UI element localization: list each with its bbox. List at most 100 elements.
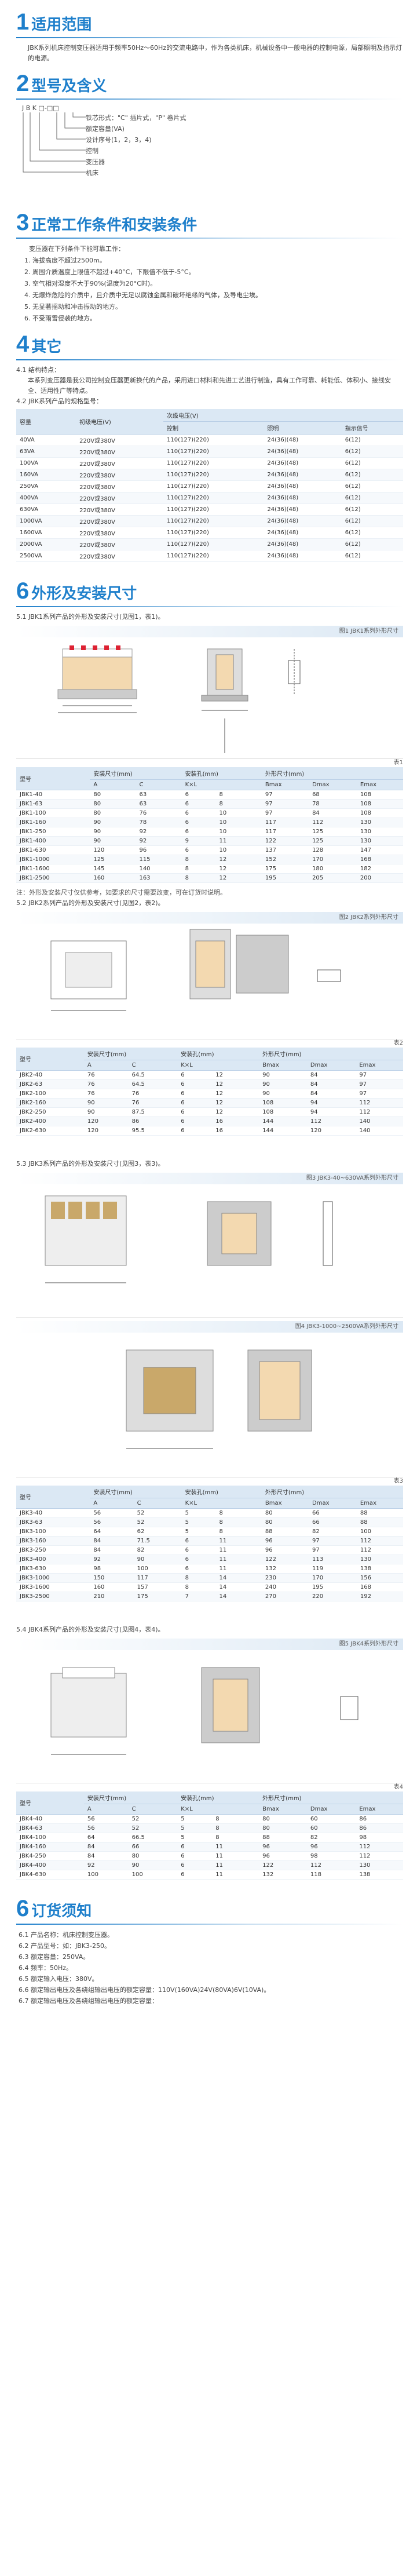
figure-1-caption: 图1 JBK1系列外形尺寸 — [16, 626, 403, 637]
table-cell: 80 — [128, 1851, 178, 1861]
col-header: Bmax — [261, 779, 309, 790]
divider — [16, 606, 403, 607]
figure-2 — [16, 924, 403, 1039]
table-cell: 24(36)(48) — [264, 434, 342, 446]
table-cell: JBK1-63 — [16, 799, 90, 809]
table-cell: 220V或380V — [76, 434, 164, 446]
table-cell: 6 — [177, 1098, 213, 1108]
table-cell: 130 — [356, 836, 403, 846]
table-cell: 400VA — [16, 492, 76, 504]
table-cell: 97 — [356, 1070, 403, 1080]
section-number: 1 — [16, 9, 30, 35]
col-header: A — [90, 1498, 134, 1509]
table-cell: 132 — [261, 1564, 309, 1574]
table-cell: 6 — [177, 1851, 213, 1861]
order-item: 6.2 产品型号：如：JBK3-250。 — [19, 1942, 111, 1950]
table-cell: 110(127)(220) — [163, 550, 264, 562]
table-cell: 195 — [261, 873, 309, 883]
table-cell: 630VA — [16, 503, 76, 516]
section-number: 6 — [16, 578, 30, 604]
table-cell: 110(127)(220) — [163, 527, 264, 539]
col-header: 安装孔(mm) — [177, 1791, 259, 1804]
table-cell: 110(127)(220) — [163, 434, 264, 446]
table-cell: JBK4-63 — [16, 1823, 84, 1833]
table-cell: 12 — [215, 855, 262, 864]
col-header: 外形尺寸(mm) — [261, 767, 403, 780]
model-code-legend: 铁芯形式："C" 插片式，"P" 卷片式 额定容量(VA) 设计序号(1，2，3… — [86, 104, 403, 203]
table-cell: 60 — [306, 1823, 356, 1833]
table-cell: 96 — [261, 1536, 309, 1546]
table-cell: 98 — [356, 1833, 403, 1842]
table-cell: 24(36)(48) — [264, 480, 342, 492]
table-cell: 140 — [136, 864, 182, 874]
dimension-note: 注：外形及安装尺寸仅供参考，如要求的尺寸需要改变，可在订货时说明。 — [16, 889, 226, 896]
col-header: K×L — [177, 1804, 259, 1815]
section-3-title: 3 正常工作条件和安装条件 — [16, 211, 403, 234]
col-header: C — [128, 1060, 178, 1071]
table-cell: 270 — [261, 1592, 309, 1601]
table-cell: 5 — [177, 1833, 213, 1842]
table-cell: 5 — [177, 1814, 213, 1824]
table-cell: 6 — [181, 1555, 216, 1564]
table-cell: 140 — [356, 1126, 403, 1136]
col-header: 型号 — [16, 1791, 84, 1815]
col-header: Dmax — [306, 1804, 356, 1815]
table-3-caption: 表3 — [393, 1478, 403, 1484]
table-cell: 115 — [136, 855, 182, 864]
section-number: 4 — [16, 331, 30, 357]
col-header: C — [136, 779, 182, 790]
condition-item: 3. 空气相对湿度不大于90%(温度为20°C时)。 — [24, 280, 157, 287]
table-cell: 6 — [177, 1089, 213, 1099]
conditions-list: 变压器在下列条件下能可靠工作： 1. 海拔高度不超过2500m。 2. 周围介质… — [16, 243, 403, 324]
col-header: A — [83, 1804, 129, 1815]
table-cell: 138 — [356, 1870, 403, 1880]
table-cell: 97 — [356, 1079, 403, 1089]
table-cell: 80 — [90, 790, 136, 800]
table-cell: 108 — [356, 790, 403, 800]
table-cell: 6(12) — [341, 469, 403, 481]
table-cell: 130 — [356, 827, 403, 837]
table-cell: 96 — [259, 1851, 307, 1861]
table-cell: 192 — [356, 1592, 403, 1601]
table-cell: 24(36)(48) — [264, 457, 342, 469]
table-cell: 97 — [261, 808, 309, 818]
table-cell: JBK2-400 — [16, 1116, 84, 1126]
table-cell: JBK4-400 — [16, 1860, 84, 1870]
jbk1-intro: 5.1 JBK1系列产品的外形及安装尺寸(见图1，表1)。 — [16, 613, 164, 621]
legend-item: 机床 — [86, 169, 98, 177]
figure-5-caption: 图5 JBK4系列外形尺寸 — [16, 1639, 403, 1650]
table-cell: 9 — [181, 836, 216, 846]
table-cell: 76 — [83, 1079, 129, 1089]
table-cell: 10 — [215, 827, 262, 837]
table-cell: 98 — [90, 1564, 134, 1574]
table-cell: 76 — [83, 1070, 129, 1080]
table-cell: JBK4-630 — [16, 1870, 84, 1880]
table-cell: JBK4-250 — [16, 1851, 84, 1861]
table-cell: 12 — [212, 1098, 259, 1108]
table-cell: 60 — [306, 1814, 356, 1824]
table-cell: 8 — [181, 1573, 216, 1583]
section-number: 3 — [16, 210, 30, 235]
model-code: J B K □-□□ — [22, 104, 59, 112]
table-cell: 112 — [356, 1842, 403, 1852]
table-cell: 163 — [136, 873, 182, 883]
table-cell: 160 — [90, 1582, 134, 1592]
table-cell: 24(36)(48) — [264, 515, 342, 527]
table-cell: 108 — [259, 1098, 307, 1108]
table-cell: 110(127)(220) — [163, 492, 264, 504]
table-cell: 6 — [181, 1536, 216, 1546]
table-cell: JBK3-40 — [16, 1508, 90, 1518]
col-header: 安装尺寸(mm) — [83, 1791, 178, 1804]
